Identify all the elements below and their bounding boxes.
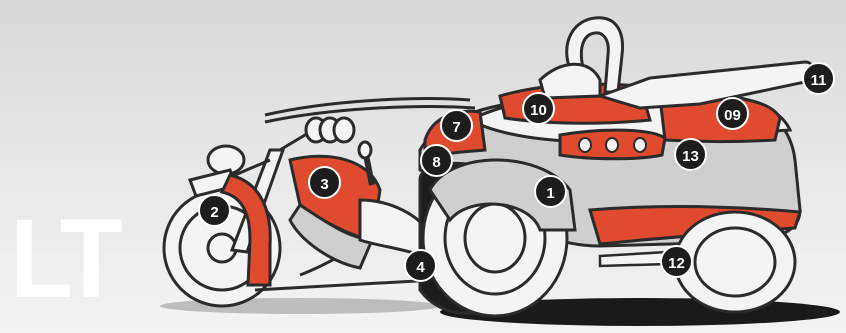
callout-12[interactable]: 12 bbox=[660, 245, 693, 278]
callout-13[interactable]: 13 bbox=[674, 138, 707, 171]
model-label: LT bbox=[10, 196, 123, 321]
rear-fender bbox=[428, 158, 577, 232]
callout-4[interactable]: 4 bbox=[404, 249, 437, 282]
rear-wheel-right bbox=[673, 210, 797, 314]
callout-11[interactable]: 11 bbox=[802, 62, 835, 95]
headlights bbox=[304, 116, 356, 144]
callout-2[interactable]: 2 bbox=[198, 194, 231, 227]
callout-10[interactable]: 10 bbox=[522, 92, 555, 125]
roll-bar bbox=[538, 16, 625, 100]
callout-7[interactable]: 7 bbox=[440, 109, 473, 142]
callout-8[interactable]: 8 bbox=[420, 144, 453, 177]
callout-1[interactable]: 1 bbox=[534, 175, 567, 208]
rear-wing bbox=[595, 60, 814, 110]
callout-3[interactable]: 3 bbox=[308, 166, 341, 199]
side-panel-shade bbox=[288, 202, 375, 270]
tail-lights bbox=[578, 137, 647, 153]
front-fender-highlight bbox=[219, 173, 272, 287]
callout-09[interactable]: 09 bbox=[716, 97, 749, 130]
